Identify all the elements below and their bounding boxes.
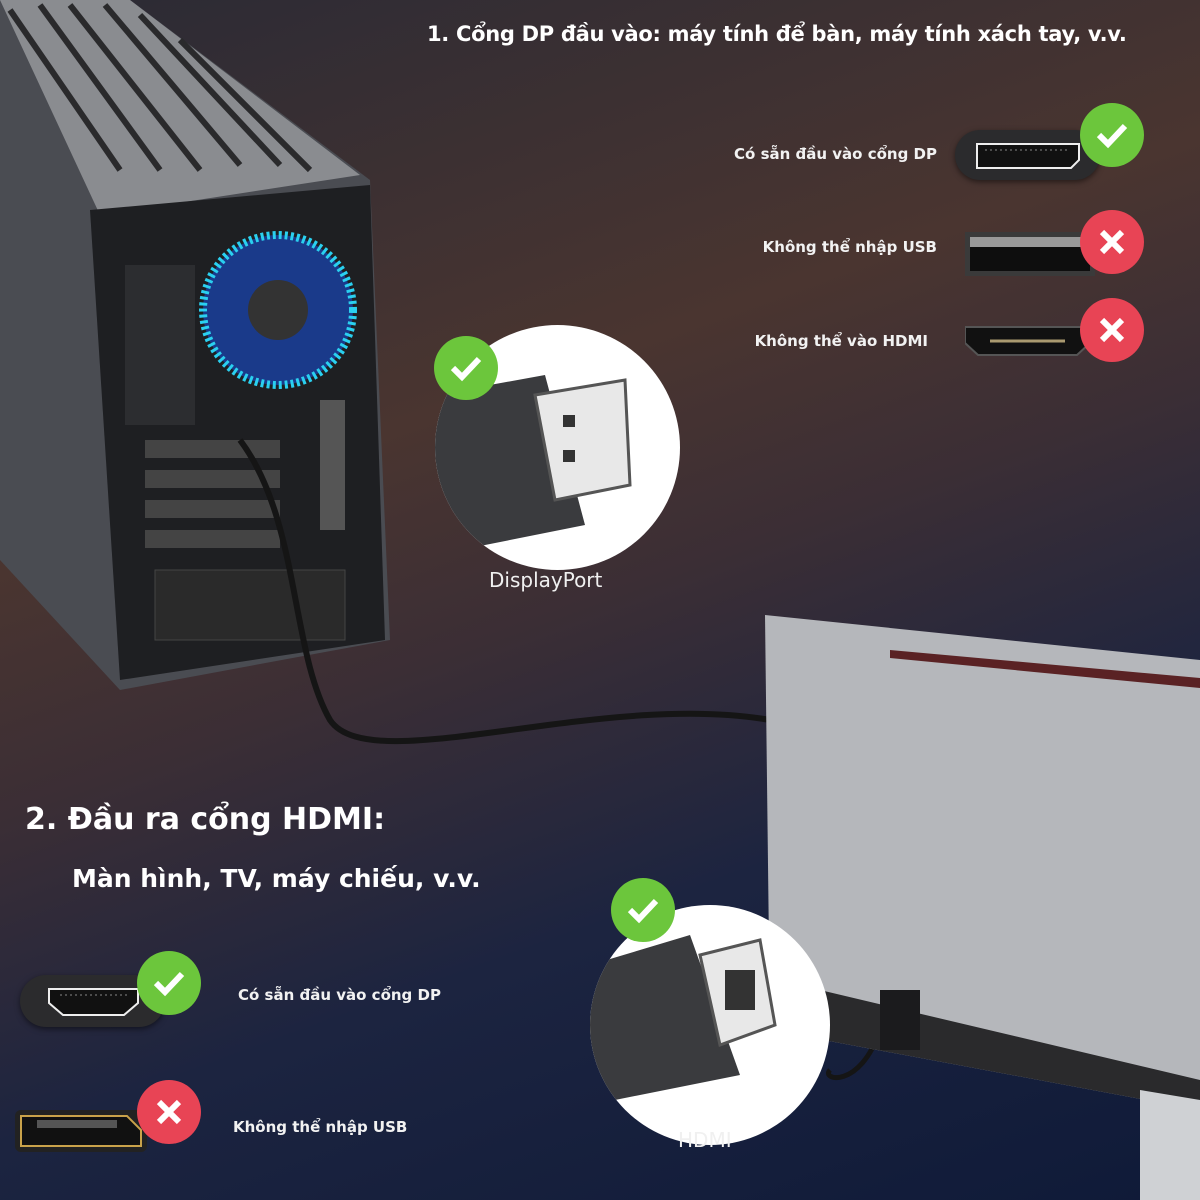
section2-subtitle: Màn hình, TV, máy chiếu, v.v. [72, 864, 481, 893]
x-icon [1080, 298, 1144, 362]
hdmi-connector-image [590, 905, 830, 1145]
displayport-port-icon [15, 1110, 147, 1152]
displayport-caption: DisplayPort [489, 568, 603, 592]
s2-hdmi-port [20, 975, 165, 1027]
s1-item-hdmi-label: Không thể vào HDMI [754, 332, 928, 350]
s2-dp-port [15, 1110, 147, 1152]
pc-tower-illustration [0, 0, 390, 690]
x-icon [137, 1080, 201, 1144]
section2-title: 2. Đầu ra cổng HDMI: [25, 802, 386, 837]
s2-item-no-label: Không thể nhập USB [233, 1118, 408, 1136]
displayport-port-icon [976, 143, 1080, 169]
s1-item-usb-label: Không thể nhập USB [762, 238, 937, 256]
check-icon [434, 336, 498, 400]
usb-port-icon [965, 232, 1095, 276]
s1-usb-port [965, 232, 1095, 276]
monitor-illustration [765, 615, 1200, 1200]
s1-dp-port [955, 130, 1100, 180]
section1-title: 1. Cổng DP đầu vào: máy tính để bàn, máy… [427, 22, 1127, 46]
s1-hdmi-port [965, 325, 1090, 357]
check-icon [611, 878, 675, 942]
s1-item-dp-label: Có sẵn đầu vào cổng DP [734, 145, 937, 163]
x-icon [1080, 210, 1144, 274]
s2-item-ok-label: Có sẵn đầu vào cổng DP [238, 986, 441, 1004]
hdmi-caption: HDMI [678, 1128, 732, 1152]
check-icon [1080, 103, 1144, 167]
hdmi-port-icon [965, 326, 1090, 356]
check-icon [137, 951, 201, 1015]
